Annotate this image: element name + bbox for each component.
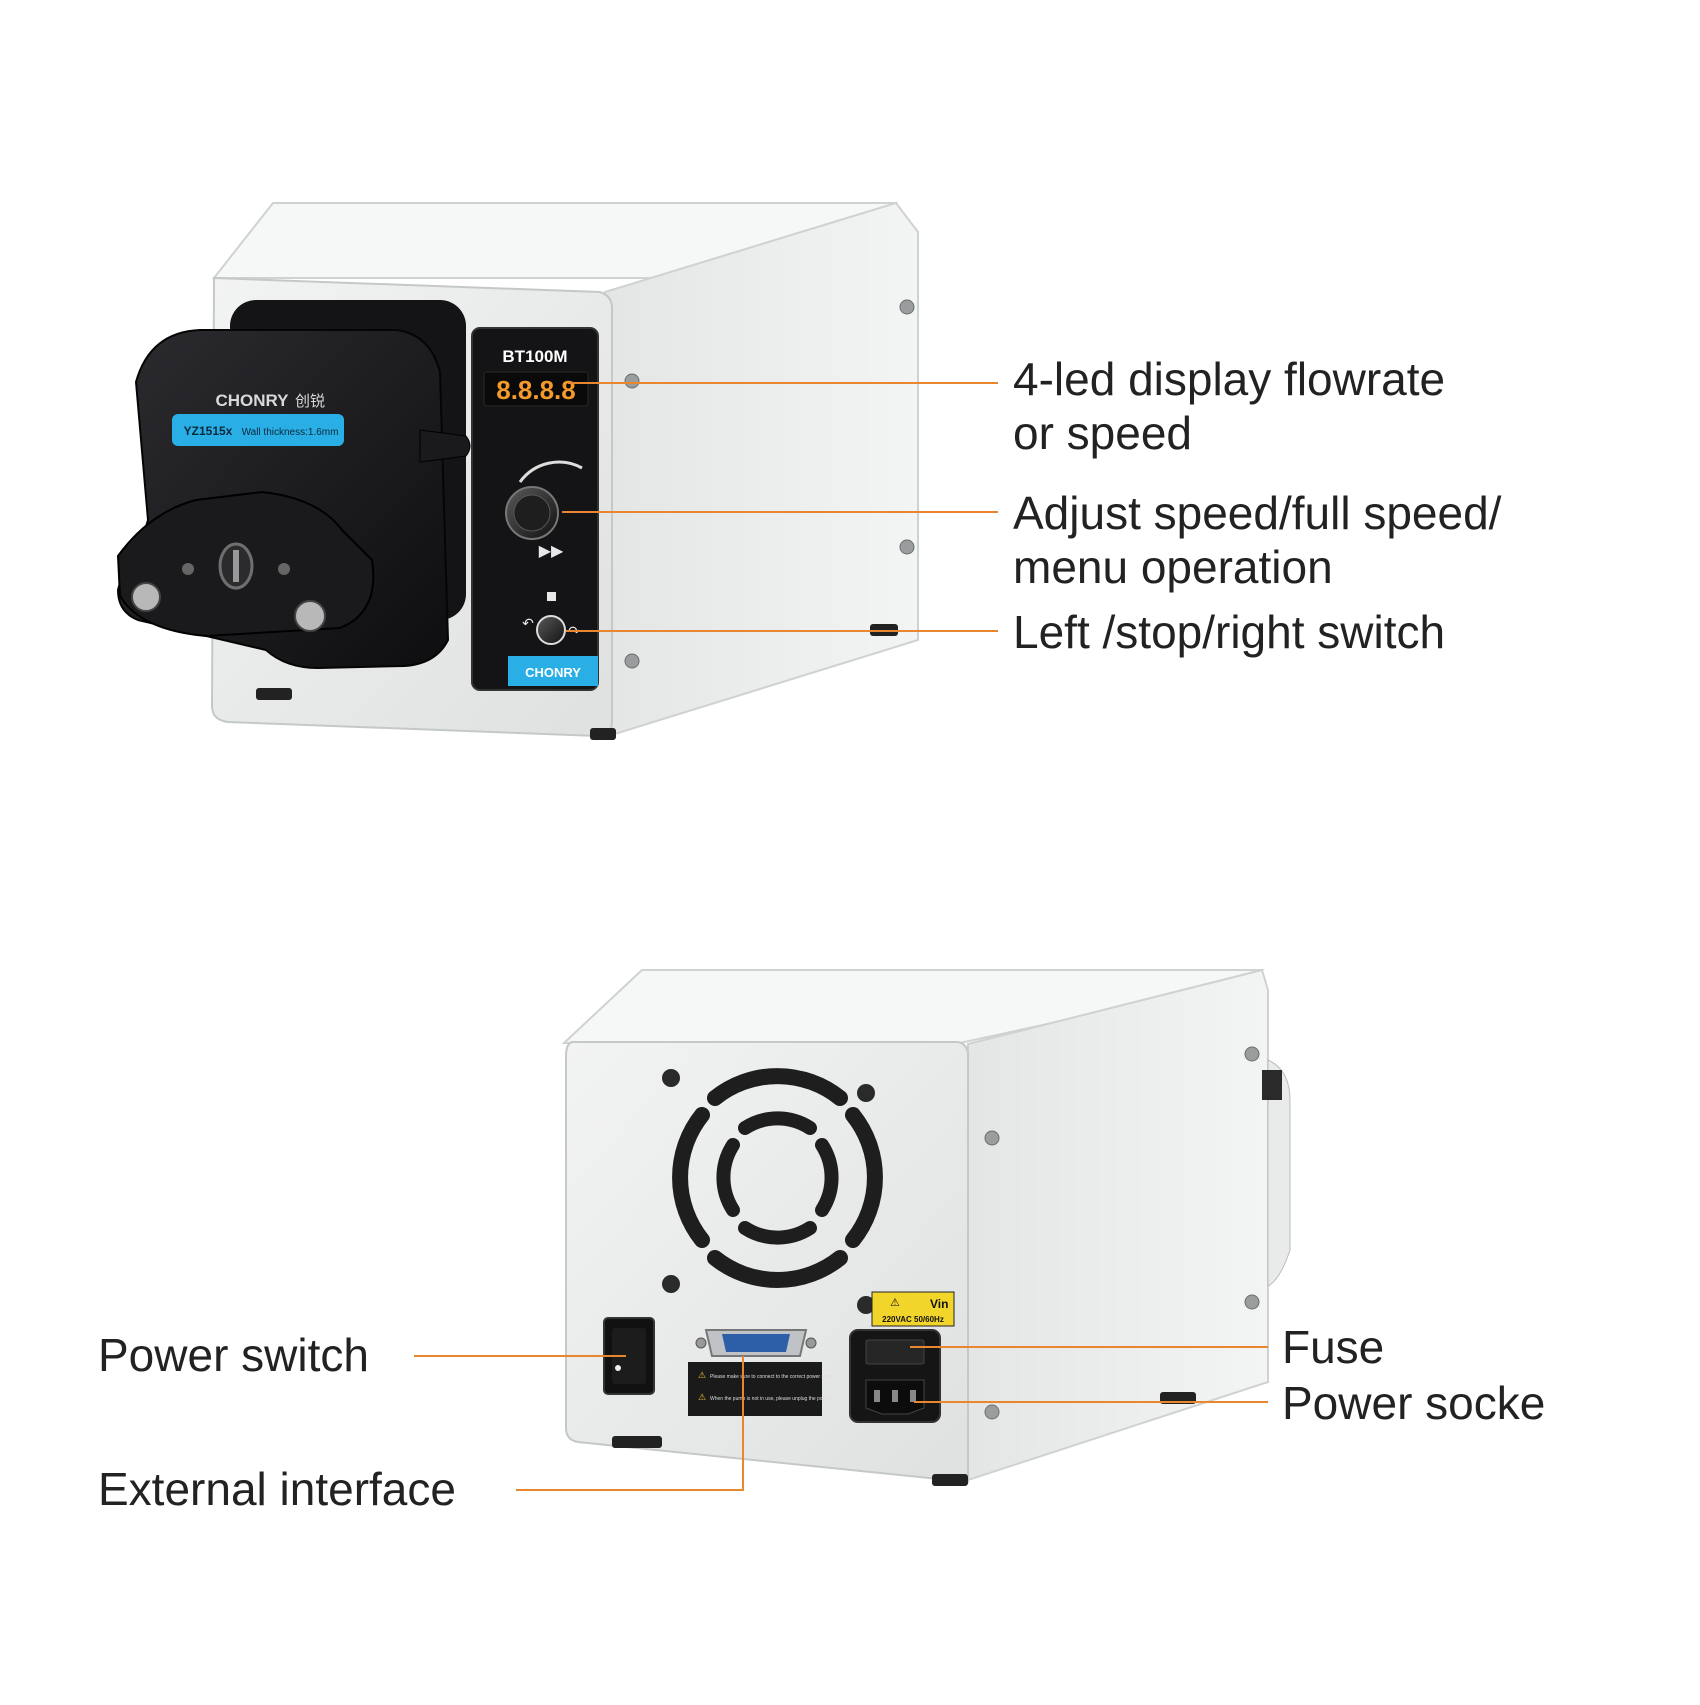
screw [624,373,640,389]
fuse-holder[interactable] [865,1339,925,1365]
leader-fuse [910,1346,1268,1348]
power-switch[interactable] [603,1317,655,1395]
model-label: BT100M [502,347,567,366]
brand-strip [508,656,598,686]
foot [590,728,616,740]
pump-front-view: BT100M 8.8.8.8 ▶▶ ↶ ↷ CHONRY CHONRY [116,201,919,740]
tube-label [172,414,344,446]
callout-knob-line2: menu operation [1013,541,1333,593]
lever-handle[interactable] [419,429,471,463]
leader-display [568,382,998,384]
foot [256,688,292,700]
tube-spec: Wall thickness:1.6mm [242,427,339,438]
callout-power-socket: Power socke [1282,1377,1546,1429]
caution-icon: ⚠ [890,1297,900,1309]
rotate-left-icon: ↶ [522,615,534,631]
led-digits: 8.8.8.8 [496,375,576,405]
voltage-title: Vin [930,1297,948,1311]
warning-icon: ⚠ [698,1370,706,1380]
leader-direction [566,630,998,632]
callout-direction: Left /stop/right switch [1013,606,1446,658]
warning-label: ⚠ ⚠ Please make sure to connect to the c… [688,1362,837,1416]
power-inlet [849,1329,941,1423]
callout-display-line2: or speed [1013,407,1193,459]
screw [624,653,640,669]
thumb-screw[interactable] [131,582,161,612]
brand-logo-cn: 创锐 [295,393,325,410]
leader-socket [914,1401,1268,1403]
control-panel: BT100M 8.8.8.8 ▶▶ ↶ ↷ CHONRY [471,327,599,691]
leader-interface-v [742,1356,744,1491]
stop-icon [547,592,556,601]
tube-model: YZ1515x [184,424,233,438]
panel-brand: CHONRY [525,665,581,680]
external-interface-port[interactable] [695,1329,817,1357]
callout-external-interface: External interface [98,1463,456,1515]
fan-grille [672,1068,883,1288]
led-display [483,371,589,407]
warning-text-2: When the pump is not in use, please unpl… [710,1396,831,1402]
fast-forward-icon: ▶▶ [539,543,564,560]
warning-text-1: Please make sure to connect to the corre… [710,1374,837,1380]
callout-knob: Adjust speed/full speed/ menu operation [1013,486,1501,594]
leader-interface-h [516,1489,744,1491]
pump-head-edge [1267,1059,1291,1287]
speed-arc-icon [518,460,583,483]
screw [899,539,915,555]
screw [899,299,915,315]
callout-fuse: Fuse [1282,1321,1385,1373]
callout-display-line1: 4-led display flowrate [1013,353,1446,405]
leader-power-switch [414,1355,626,1357]
voltage-value: 220VAC 50/60Hz [882,1315,944,1324]
thumb-screw[interactable] [294,600,326,632]
callout-display: 4-led display flowrate or speed [1013,352,1445,460]
leader-knob [562,511,998,513]
callout-knob-line1: Adjust speed/full speed/ [1013,487,1502,539]
pump-head: CHONRY 创锐 YZ1515x Wall thickness:1.6mm [116,300,471,670]
direction-switch[interactable] [536,615,566,645]
pump-rear-view: ⚠ ⚠ Please make sure to connect to the c… [561,968,1291,1486]
voltage-sticker: ⚠ Vin 220VAC 50/60Hz [871,1291,955,1327]
warning-icon: ⚠ [698,1392,706,1402]
callout-power-switch: Power switch [98,1329,369,1381]
brand-logo: CHONRY [215,391,289,410]
